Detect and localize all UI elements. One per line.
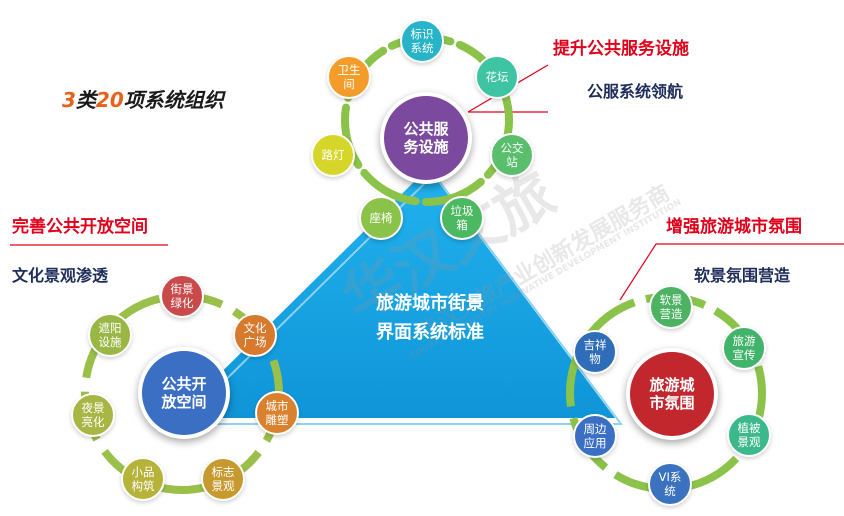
node-city-sculpture: 城市 雕塑 <box>255 391 299 435</box>
node-vegetation-landscape: 植被 景观 <box>727 413 771 457</box>
node-tourism-promotion: 旅游 宣传 <box>722 326 766 370</box>
node-culture-square: 文化 广场 <box>233 313 277 357</box>
page-title: 3类20项系统组织 <box>62 84 224 113</box>
hub-atmosphere: 旅游城 市氛围 <box>626 348 718 440</box>
node-streetscape-greening: 街景 绿化 <box>160 274 204 318</box>
subheading-atmosphere: 软景氛围营造 <box>694 266 791 285</box>
subheading-open-space: 文化景观渗透 <box>12 266 109 285</box>
node-signage-system: 标识 系统 <box>400 19 444 63</box>
node-softscape: 软景 营造 <box>649 285 693 329</box>
node-landmark-landscape: 标志 景观 <box>201 457 245 501</box>
node-street-lamp: 路灯 <box>311 133 355 177</box>
node-vi-system: VI系 统 <box>648 462 692 506</box>
node-bus-stop: 公交 站 <box>490 133 534 177</box>
title-number-3: 3 <box>62 88 76 112</box>
hub-open-space: 公共开 放空间 <box>138 347 230 439</box>
node-bench: 座椅 <box>359 196 403 240</box>
node-trash-bin: 垃圾 箱 <box>440 196 484 240</box>
node-sketch-structure: 小品 构筑 <box>121 457 165 501</box>
subheading-public-service: 公服系统领航 <box>587 82 684 101</box>
title-part: 类 <box>75 88 96 112</box>
node-restroom: 卫生 间 <box>327 55 371 99</box>
node-peripheral-application: 周边 应用 <box>573 414 617 458</box>
heading-atmosphere: 增强旅游城市氛围 <box>666 217 802 237</box>
heading-open-space: 完善公共开放空间 <box>12 217 148 237</box>
node-mascot: 吉祥 物 <box>573 330 617 374</box>
connector-line-right-diag <box>619 243 657 301</box>
center-text: 旅游城市街景 界面系统标准 <box>376 293 484 343</box>
heading-public-service: 提升公共服务设施 <box>553 39 689 59</box>
node-night-lighting: 夜景 亮化 <box>71 393 115 437</box>
title-number-20: 20 <box>95 88 124 112</box>
title-rest: 项系统组织 <box>123 88 224 112</box>
hub-public-service: 公共服 务设施 <box>380 92 472 184</box>
center-triangle <box>175 168 615 418</box>
node-flower-bed: 花坛 <box>475 55 519 99</box>
triangle-outline <box>178 172 623 425</box>
node-sunshade-facility: 遮阳 设施 <box>88 313 132 357</box>
